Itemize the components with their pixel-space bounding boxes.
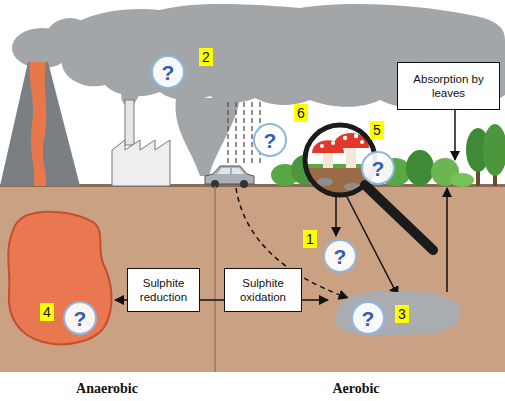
factory	[125, 100, 134, 145]
ground-soil	[0, 186, 505, 372]
pollution-cloud	[175, 98, 240, 176]
callout-number: 6	[294, 104, 308, 122]
pollution-cloud	[12, 4, 505, 176]
volcano	[0, 62, 80, 186]
tree-line	[483, 124, 505, 176]
question-circle: ?	[323, 239, 357, 273]
acid-rain	[251, 102, 252, 164]
question-mark: ?	[372, 158, 385, 179]
soil-sample	[320, 144, 324, 148]
tree-line	[450, 173, 474, 187]
magnifier	[365, 185, 433, 250]
factory	[112, 140, 170, 186]
acid-rain	[227, 102, 228, 164]
question-circle: ?	[361, 151, 395, 185]
acid-rain	[243, 102, 244, 164]
question-mark: ?	[63, 301, 97, 335]
callout-number: 3	[395, 305, 409, 323]
car	[205, 166, 254, 188]
soil-sample	[317, 178, 333, 186]
magma-pool-shape	[5, 208, 115, 348]
process-box: Sulphite reduction	[127, 268, 200, 312]
tree-line	[406, 150, 434, 186]
zone-divider	[215, 186, 216, 372]
flow-arrow	[454, 110, 456, 160]
car	[217, 168, 230, 174]
process-box: Absorption by leaves	[397, 62, 500, 110]
box-text: Sulphite oxidation	[229, 276, 297, 304]
sulphate-pool-outline	[335, 291, 461, 335]
pollution-cloud	[118, 70, 150, 104]
box-text: Absorption by leaves	[402, 72, 495, 100]
question-circle: ?	[151, 55, 185, 89]
car	[232, 168, 244, 174]
ground-soil	[0, 184, 505, 372]
magma-pool-outline	[8, 212, 111, 345]
soil-sample	[331, 141, 335, 145]
pollution-cloud	[60, 4, 505, 108]
car	[240, 180, 248, 188]
flow-arrow	[335, 197, 337, 236]
pollution-cloud	[45, 18, 95, 62]
soil-sample	[360, 140, 364, 144]
volcano	[30, 62, 47, 186]
callout-number: 5	[370, 121, 384, 139]
zone-label: Aerobic	[301, 381, 411, 399]
magnifier	[300, 125, 433, 250]
callout-number: 2	[199, 48, 213, 66]
callout-number: 1	[303, 230, 317, 248]
question-mark: ?	[351, 301, 385, 335]
volcano	[0, 62, 80, 186]
soil-sample	[323, 152, 333, 168]
process-box: Sulphite oxidation	[224, 268, 302, 312]
question-mark: ?	[162, 62, 175, 83]
magma-pool: ?	[5, 208, 115, 348]
acid-rain	[235, 102, 236, 164]
factory	[112, 100, 170, 186]
soil-sample	[346, 147, 356, 168]
callout-number: 4	[40, 303, 54, 321]
flow-arrow	[446, 188, 448, 292]
box-text: Sulphite reduction	[132, 276, 195, 304]
zone-label: Anaerobic	[52, 381, 162, 399]
soil-sample	[354, 134, 358, 138]
question-mark: ?	[264, 130, 277, 151]
question-circle: ?	[253, 123, 287, 157]
soil-sample	[343, 136, 347, 140]
question-mark: ?	[334, 246, 347, 267]
zone-divider	[214, 186, 216, 372]
